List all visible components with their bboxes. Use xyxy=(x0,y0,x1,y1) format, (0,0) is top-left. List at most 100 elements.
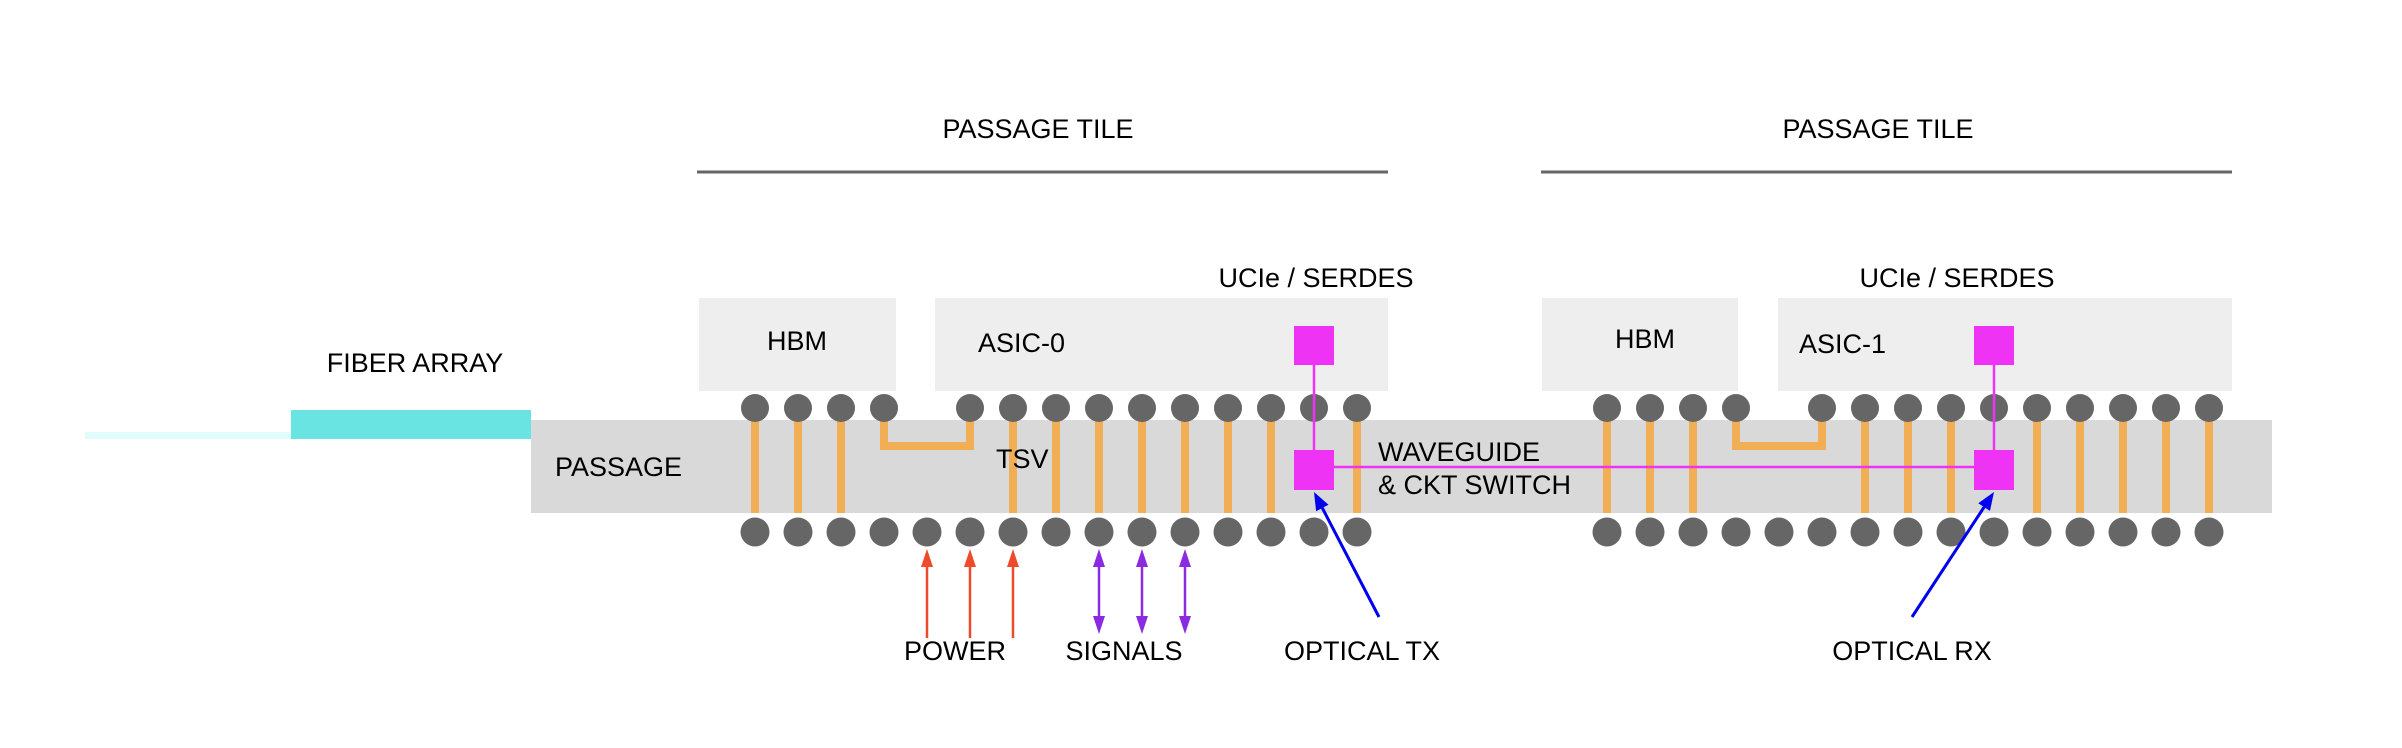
solder-ball-top xyxy=(1128,394,1156,422)
solder-ball-top xyxy=(784,394,812,422)
passage-label: PASSAGE xyxy=(555,452,682,482)
solder-ball-layer xyxy=(740,394,2224,547)
tsv-via xyxy=(2205,420,2213,513)
fiber-array-block xyxy=(291,410,531,439)
solder-ball-bottom xyxy=(2108,517,2138,547)
solder-ball-bottom xyxy=(1592,517,1622,547)
solder-ball-bottom xyxy=(1084,517,1114,547)
fiber-strand xyxy=(85,432,291,439)
solder-ball-top xyxy=(1042,394,1070,422)
solder-ball-top xyxy=(1937,394,1965,422)
hbm-chip-right xyxy=(1542,298,1738,391)
power-arrow-head xyxy=(921,549,933,567)
solder-ball-top xyxy=(2109,394,2137,422)
optical-tx-pointer-head xyxy=(1314,492,1329,512)
solder-ball-bottom xyxy=(2194,517,2224,547)
tsv-via xyxy=(1095,420,1103,513)
solder-ball-top xyxy=(827,394,855,422)
solder-ball-bottom xyxy=(912,517,942,547)
solder-ball-bottom xyxy=(1764,517,1794,547)
tsv-bridge xyxy=(880,420,974,450)
waveguide-label-line2: & CKT SWITCH xyxy=(1378,470,1571,500)
solder-ball-bottom xyxy=(740,517,770,547)
tsv-via xyxy=(1009,420,1017,513)
solder-ball-top xyxy=(2195,394,2223,422)
tile-label-right: PASSAGE TILE xyxy=(1782,114,1973,144)
optical-tx-block xyxy=(1294,450,1334,490)
solder-ball-top xyxy=(870,394,898,422)
solder-ball-bottom xyxy=(1213,517,1243,547)
solder-ball-top xyxy=(1085,394,1113,422)
signal-arrow-head-up xyxy=(1179,549,1191,567)
tsv-bridge xyxy=(1732,420,1826,450)
ucie-serdes-label-right: UCIe / SERDES xyxy=(1859,263,2054,293)
power-arrow-head xyxy=(964,549,976,567)
signal-arrow-head-up xyxy=(1093,549,1105,567)
power-arrow-head xyxy=(1007,549,1019,567)
solder-ball-bottom xyxy=(1342,517,1372,547)
solder-ball-bottom xyxy=(783,517,813,547)
hbm-label-left: HBM xyxy=(767,326,827,356)
tsv-via xyxy=(1052,420,1060,513)
solder-ball-top xyxy=(1343,394,1371,422)
tsv-via xyxy=(1267,420,1275,513)
solder-ball-bottom xyxy=(1127,517,1157,547)
solder-ball-top xyxy=(1851,394,1879,422)
signal-arrow-head-up xyxy=(1136,549,1148,567)
solder-ball-bottom xyxy=(1979,517,2009,547)
solder-ball-top xyxy=(999,394,1027,422)
fiber-array-label: FIBER ARRAY xyxy=(327,348,504,378)
solder-ball-bottom xyxy=(2022,517,2052,547)
optical-rx-label: OPTICAL RX xyxy=(1832,636,1992,666)
ucie-serdes-block xyxy=(1974,326,2014,365)
solder-ball-bottom xyxy=(1893,517,1923,547)
optical-layer xyxy=(1294,326,2014,490)
solder-ball-top xyxy=(956,394,984,422)
tsv-via xyxy=(1224,420,1232,513)
solder-ball-bottom xyxy=(1299,517,1329,547)
tsv-via xyxy=(2119,420,2127,513)
tsv-via xyxy=(794,420,802,513)
solder-ball-bottom xyxy=(1678,517,1708,547)
solder-ball-bottom xyxy=(1041,517,1071,547)
solder-ball-bottom xyxy=(1850,517,1880,547)
arrow-layer xyxy=(921,492,1994,638)
signal-arrow-head-down xyxy=(1179,616,1191,634)
optical-rx-pointer-shaft xyxy=(1910,506,1986,618)
solder-ball-top xyxy=(1679,394,1707,422)
tsv-label: TSV xyxy=(996,444,1049,474)
solder-ball-top xyxy=(1257,394,1285,422)
tsv-via xyxy=(837,420,845,513)
solder-ball-top xyxy=(2066,394,2094,422)
solder-ball-bottom xyxy=(1256,517,1286,547)
optical-tx-label: OPTICAL TX xyxy=(1284,636,1440,666)
solder-ball-top xyxy=(1214,394,1242,422)
ucie-serdes-block xyxy=(1294,326,1334,365)
solder-ball-top xyxy=(741,394,769,422)
ucie-serdes-label-left: UCIe / SERDES xyxy=(1218,263,1413,293)
solder-ball-bottom xyxy=(1635,517,1665,547)
tsv-via xyxy=(1138,420,1146,513)
solder-ball-bottom xyxy=(2151,517,2181,547)
tsv-via xyxy=(1181,420,1189,513)
signal-arrow-head-down xyxy=(1136,616,1148,634)
solder-ball-top xyxy=(2023,394,2051,422)
optical-rx-block xyxy=(1974,450,2014,490)
solder-ball-bottom xyxy=(955,517,985,547)
optical-tx-pointer-shaft xyxy=(1320,507,1381,618)
waveguide-label-line1: WAVEGUIDE xyxy=(1378,437,1540,467)
solder-ball-top xyxy=(1808,394,1836,422)
solder-ball-bottom xyxy=(826,517,856,547)
solder-ball-top xyxy=(2152,394,2180,422)
solder-ball-top xyxy=(1894,394,1922,422)
tsv-via xyxy=(2033,420,2041,513)
tsv-via xyxy=(2076,420,2084,513)
signals-label: SIGNALS xyxy=(1065,636,1182,666)
asic-0-label: ASIC-0 xyxy=(978,328,1065,358)
hbm-chip-left xyxy=(699,298,896,391)
solder-ball-bottom xyxy=(1721,517,1751,547)
solder-ball-top xyxy=(1636,394,1664,422)
solder-ball-top xyxy=(1593,394,1621,422)
asic-1-label: ASIC-1 xyxy=(1799,329,1886,359)
